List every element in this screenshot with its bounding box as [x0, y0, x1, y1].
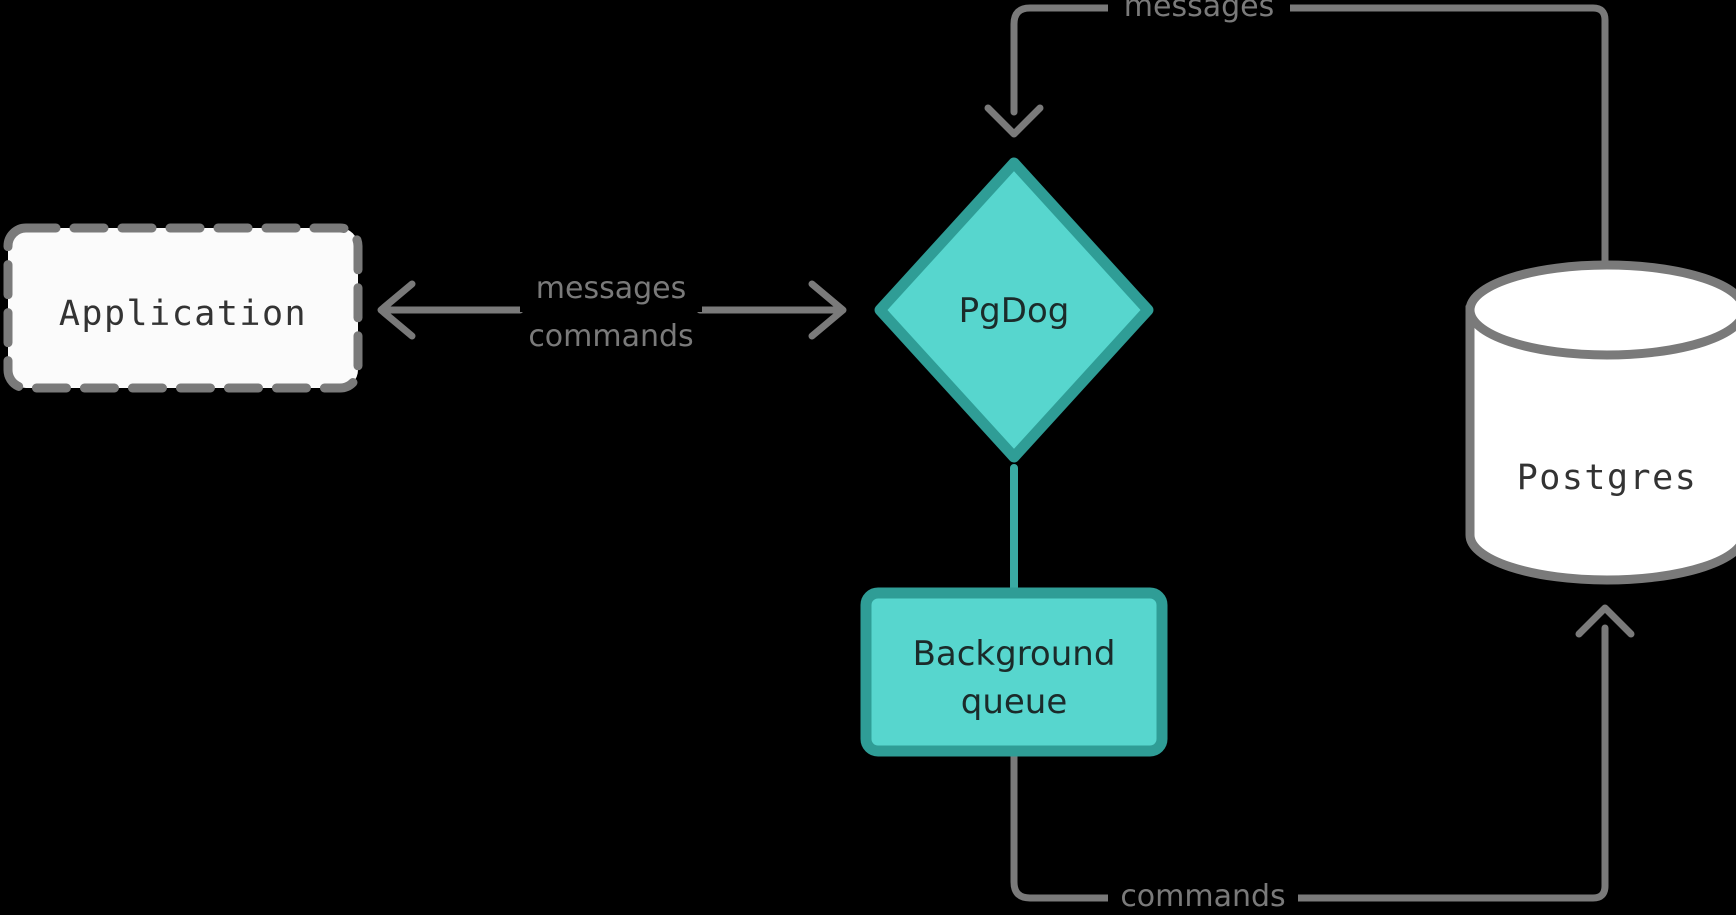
label-text-commands-bottom: commands	[1120, 879, 1285, 914]
node-background-queue[interactable]: Background queue	[860, 587, 1168, 757]
postgres-cylinder-top	[1465, 260, 1736, 360]
label-text-messages-top: messages	[1124, 0, 1274, 24]
node-postgres[interactable]: Postgres	[1465, 260, 1736, 585]
postgres-cylinder-body	[1465, 305, 1736, 585]
edge-postgres-to-pgdog	[984, 4, 1609, 274]
background-queue-box	[860, 587, 1168, 757]
label-text-messages-center: messages	[536, 271, 686, 306]
arrowhead-left-into-application	[377, 280, 416, 340]
application-label: Application	[59, 294, 307, 334]
application-box	[3, 223, 363, 393]
arrowhead-down-into-pgdog	[984, 104, 1044, 138]
node-application[interactable]: Application	[3, 223, 363, 393]
postgres-label: Postgres	[1517, 458, 1698, 498]
background-queue-label-line2: queue	[961, 682, 1068, 722]
edge-line-messages-top	[1010, 4, 1609, 274]
pgdog-diamond	[874, 157, 1154, 463]
arrowhead-up-into-postgres	[1575, 604, 1635, 638]
edge-queue-to-postgres	[1010, 604, 1635, 902]
edge-label-messages-top: messages	[1108, 0, 1290, 30]
edge-line-commands-bottom	[1010, 624, 1609, 902]
pgdog-label: PgDog	[959, 291, 1070, 331]
label-backdrop-messages-top	[1108, 0, 1290, 30]
edge-label-app-pgdog: messages commands	[520, 271, 702, 354]
edge-label-commands-bottom: commands	[1108, 878, 1298, 915]
label-text-commands-center: commands	[528, 319, 693, 354]
arrowhead-right-into-pgdog	[808, 280, 847, 340]
edge-app-to-pgdog	[377, 280, 847, 340]
label-backdrop-messages-center	[520, 272, 702, 312]
background-queue-label-line1: Background	[913, 634, 1116, 674]
node-pgdog[interactable]: PgDog	[874, 157, 1154, 463]
label-backdrop-commands-bottom	[1108, 878, 1298, 915]
